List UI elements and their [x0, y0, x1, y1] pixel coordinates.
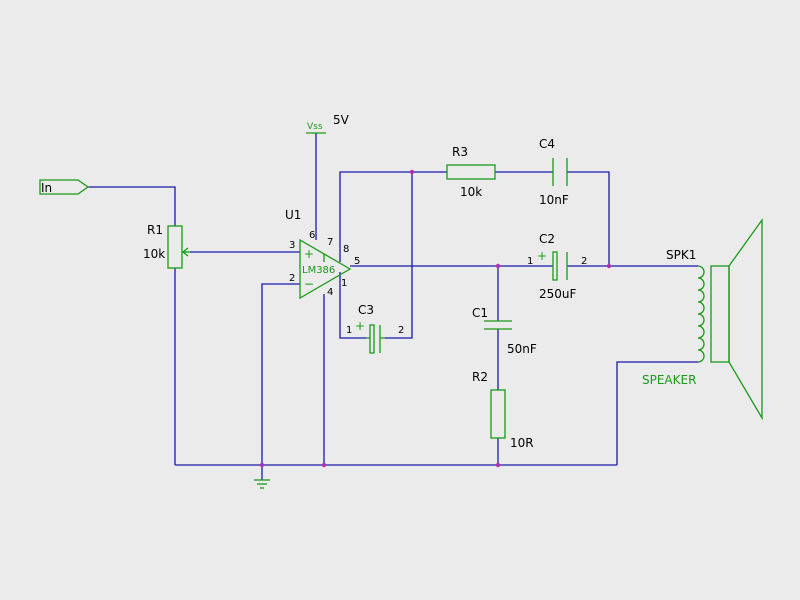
u1-minus: −: [304, 277, 314, 291]
junction-dot: [495, 263, 501, 269]
u1-pin-3: 3: [289, 240, 295, 251]
u1-pin-6: 6: [309, 230, 315, 241]
input-port-icon: [39, 179, 90, 195]
r1-value: 10k: [143, 247, 165, 261]
wire-pin1: [339, 272, 366, 339]
speaker-label: SPEAKER: [642, 373, 696, 387]
junction-dot: [495, 462, 501, 468]
input-port[interactable]: In: [39, 179, 90, 195]
junction-dot: [321, 462, 327, 468]
u1-part: LM386: [302, 265, 335, 276]
r1-ref: R1: [147, 223, 163, 237]
polarized-capacitor-icon: [552, 251, 568, 281]
opamp-icon: [299, 238, 352, 300]
c2-value: 250uF: [539, 287, 577, 301]
resistor-icon: [446, 164, 496, 180]
c2-polarity: +: [537, 249, 547, 263]
potentiometer-r1[interactable]: R1 10k: [143, 223, 190, 269]
power-net-label: Vss: [307, 122, 323, 132]
capacitor-c1[interactable]: C1 50nF: [472, 306, 537, 356]
speaker-spk1[interactable]: SPK1 SPEAKER: [642, 217, 763, 421]
c2-pin-2: 2: [581, 256, 587, 267]
u1-pin-7: 7: [327, 237, 333, 248]
r2-value: 10R: [510, 436, 534, 450]
wiper-arrow-icon: [181, 247, 190, 257]
capacitor-icon: [552, 158, 568, 186]
wire-pin2: [261, 283, 300, 480]
amplifier-u1[interactable]: U1 LM386 + − 3 2 6 7 8 5 1 4: [285, 208, 360, 300]
c2-ref: C2: [539, 232, 555, 246]
u1-ref: U1: [285, 208, 301, 222]
junctions: [259, 169, 612, 468]
u1-pin-1: 1: [341, 278, 347, 289]
capacitor-icon: [484, 320, 512, 330]
resistor-icon: [490, 389, 506, 439]
wire-c4-right: [567, 171, 610, 266]
c2-pin-1: 1: [527, 256, 533, 267]
speaker-ref: SPK1: [666, 248, 696, 262]
r3-ref: R3: [452, 145, 468, 159]
c1-value: 50nF: [507, 342, 537, 356]
c3-polarity: +: [355, 319, 365, 333]
u1-pin-8: 8: [343, 244, 349, 255]
wires: [88, 133, 698, 480]
r2-ref: R2: [472, 370, 488, 384]
wire-input: [88, 186, 176, 226]
capacitor-c4[interactable]: C4 10nF: [539, 137, 569, 207]
speaker-icon: [697, 217, 763, 421]
capacitor-c3[interactable]: C3 + 1 2: [346, 303, 404, 354]
c4-value: 10nF: [539, 193, 569, 207]
resistor-r2[interactable]: R2 10R: [472, 370, 534, 450]
ground-icon: [254, 479, 270, 489]
resistor-r3[interactable]: R3 10k: [446, 145, 496, 199]
ground-symbol: [254, 479, 270, 489]
potentiometer-icon: [167, 225, 183, 269]
r3-value: 10k: [460, 185, 482, 199]
power-voltage: 5V: [333, 113, 350, 127]
c1-ref: C1: [472, 306, 488, 320]
polarized-capacitor-icon: [366, 324, 385, 354]
wire-speaker-return: [616, 361, 698, 465]
junction-dot: [259, 462, 265, 468]
c4-ref: C4: [539, 137, 555, 151]
junction-dot: [409, 169, 415, 175]
c3-pin-1: 1: [346, 325, 352, 336]
u1-pin-5: 5: [354, 256, 360, 267]
c3-ref: C3: [358, 303, 374, 317]
capacitor-c2[interactable]: C2 250uF + 1 2: [527, 232, 587, 301]
power-supply: Vss 5V: [306, 113, 350, 134]
c3-pin-2: 2: [398, 325, 404, 336]
junction-dot: [606, 263, 612, 269]
u1-pin-4: 4: [327, 287, 333, 298]
u1-pin-2: 2: [289, 273, 295, 284]
wire-pin8: [339, 171, 413, 339]
u1-plus: +: [304, 247, 314, 261]
input-port-label: In: [41, 181, 52, 195]
